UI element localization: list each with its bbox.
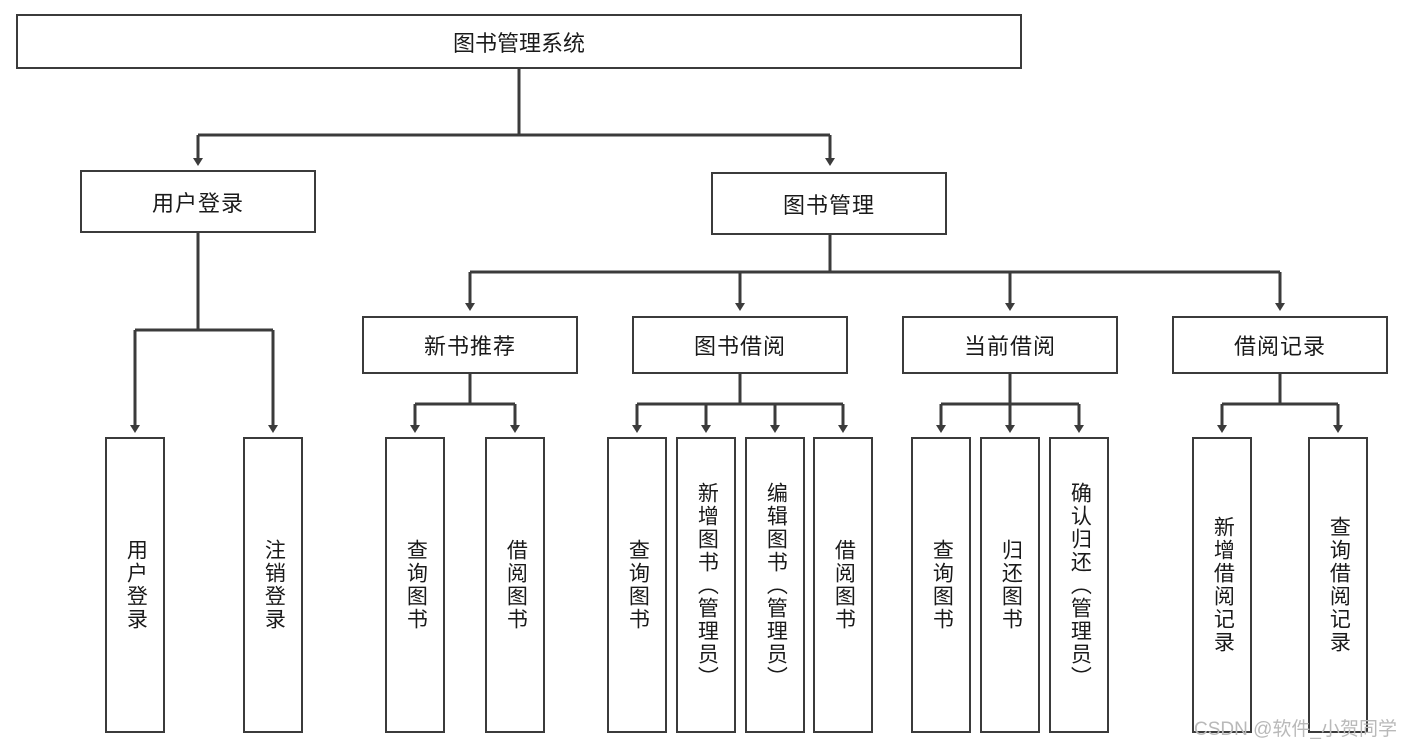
leaf-current-query-book[interactable]: 查询图书 [911, 437, 971, 733]
node-book-management[interactable]: 图书管理 [711, 172, 947, 235]
node-borrow-record[interactable]: 借阅记录 [1172, 316, 1388, 374]
leaf-user-login-logout[interactable]: 注销登录 [243, 437, 303, 733]
leaf-record-add-record[interactable]: 新增借阅记录 [1192, 437, 1252, 733]
node-root-system[interactable]: 图书管理系统 [16, 14, 1022, 69]
leaf-current-return-book[interactable]: 归还图书 [980, 437, 1040, 733]
leaf-recommend-borrow-book[interactable]: 借阅图书 [485, 437, 545, 733]
node-new-book-recommend[interactable]: 新书推荐 [362, 316, 578, 374]
leaf-user-login-login[interactable]: 用户登录 [105, 437, 165, 733]
leaf-borrow-add-book-admin[interactable]: 新增图书（管理员） [676, 437, 736, 733]
node-book-borrow[interactable]: 图书借阅 [632, 316, 848, 374]
csdn-watermark: CSDN @软件_小贺同学 [1194, 719, 1397, 740]
leaf-record-query-record[interactable]: 查询借阅记录 [1308, 437, 1368, 733]
leaf-borrow-edit-book-admin[interactable]: 编辑图书（管理员） [745, 437, 805, 733]
node-current-borrow[interactable]: 当前借阅 [902, 316, 1118, 374]
leaf-borrow-query-book[interactable]: 查询图书 [607, 437, 667, 733]
leaf-recommend-query-book[interactable]: 查询图书 [385, 437, 445, 733]
node-user-login[interactable]: 用户登录 [80, 170, 316, 233]
leaf-current-confirm-return-admin[interactable]: 确认归还（管理员） [1049, 437, 1109, 733]
leaf-borrow-borrow-book[interactable]: 借阅图书 [813, 437, 873, 733]
